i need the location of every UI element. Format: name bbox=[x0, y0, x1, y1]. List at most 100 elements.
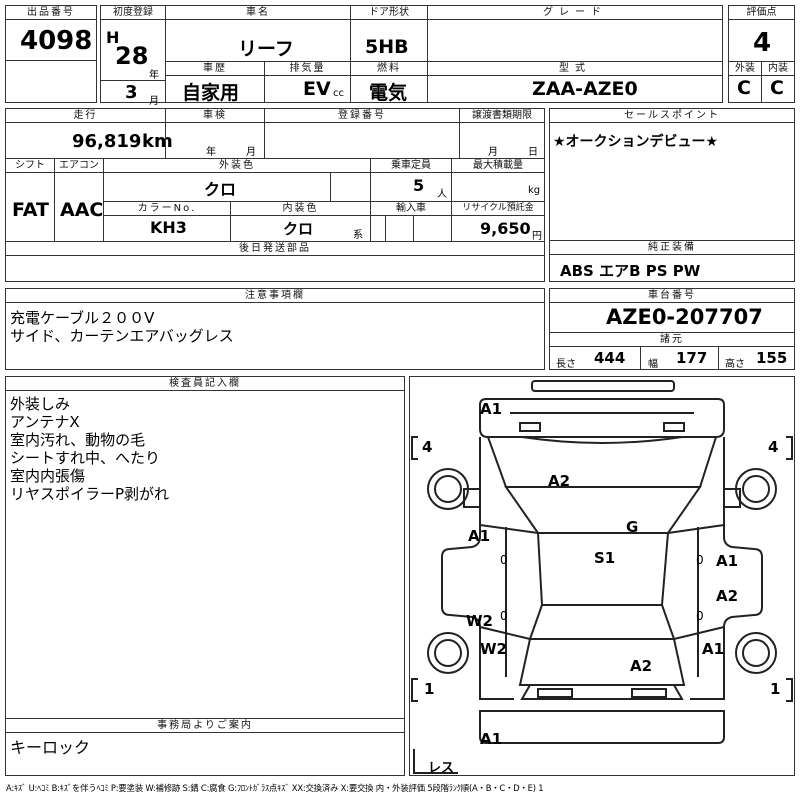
grade-header: グレード bbox=[428, 6, 722, 20]
office-header: 事務局よりご案内 bbox=[6, 719, 404, 733]
office-note: キーロック bbox=[10, 738, 91, 757]
reg-no-header: 登録番号 bbox=[265, 109, 459, 123]
inspector-note: 室内汚れ、動物の毛 bbox=[10, 431, 146, 449]
transfer-month-unit: 月 bbox=[488, 147, 498, 158]
displacement-cell: 排気量 EV cc bbox=[264, 61, 351, 103]
aircon-value: AAC bbox=[60, 199, 104, 221]
history-value: 自家用 bbox=[182, 82, 240, 104]
caution-line-1: 充電ケーブル２００V bbox=[10, 309, 155, 327]
recycle-header: リサイクル預託金 bbox=[452, 202, 544, 216]
car-outline-diagram bbox=[411, 380, 793, 774]
genuine-equip-text: ABS エアB PS PW bbox=[560, 262, 701, 280]
inspection-cell: 車検 年 月 bbox=[165, 108, 265, 159]
cc-unit: cc bbox=[333, 88, 344, 99]
sales-point-text: ★オークションデビュー★ bbox=[553, 134, 719, 150]
height-value: 155 bbox=[756, 349, 788, 367]
damage-mark: A1 bbox=[716, 552, 739, 570]
year-unit: 年 bbox=[149, 70, 159, 81]
capacity-cell: 乗車定員 5 人 bbox=[370, 158, 452, 202]
inspector-note: 室内内張傷 bbox=[10, 467, 86, 485]
grade-cell: グレード bbox=[427, 5, 723, 62]
damage-diagram: 4 4 1 1 レス A1 A2 G A1 S1 A1 A2 W2 W2 A1 … bbox=[409, 376, 795, 776]
door-type: 5HB bbox=[365, 36, 409, 58]
chassis-header: 車台番号 bbox=[550, 289, 794, 303]
interior-score-cell: 内装 C bbox=[761, 61, 795, 103]
mileage-header: 走行 bbox=[6, 109, 165, 123]
chassis-number: AZE0-207707 bbox=[606, 305, 763, 329]
height-label: 高さ bbox=[725, 359, 745, 370]
max-load-cell: 最大積載量 kg bbox=[451, 158, 545, 202]
caution-line-2: サイド、カーテンエアバッグレス bbox=[10, 327, 234, 345]
color-no-cell: カラーNo. KH3 bbox=[103, 201, 231, 242]
displacement-value: EV bbox=[303, 78, 331, 100]
model-header: 型式 bbox=[428, 62, 722, 76]
color-no-value: KH3 bbox=[150, 218, 187, 237]
inspector-note: リヤスポイラーP剥がれ bbox=[10, 485, 170, 503]
door-type-cell: ドア形状 5HB bbox=[350, 5, 428, 62]
exterior-header: 外装 bbox=[729, 62, 761, 76]
tire-rear-left: 1 bbox=[424, 680, 435, 698]
max-load-header: 最大積載量 bbox=[452, 159, 544, 173]
transfer-header: 譲渡書類期限 bbox=[460, 109, 544, 123]
panel-zero: 0 bbox=[696, 609, 704, 623]
score-cell: 評価点 4 bbox=[728, 5, 795, 62]
int-color-cell: 内装色 クロ 系 bbox=[230, 201, 371, 242]
damage-mark: A2 bbox=[716, 587, 739, 605]
genuine-equip-cell: 純正装備 ABS エアB PS PW bbox=[549, 240, 795, 282]
specs-header: 諸元 bbox=[550, 333, 794, 347]
aircon-header: エアコン bbox=[55, 159, 103, 173]
first-reg-cell: 初度登録 H 28 年 3 月 bbox=[100, 5, 166, 107]
inspector-note: アンテナX bbox=[10, 413, 80, 431]
model-cell: 型式 ZAA-AZE0 bbox=[427, 61, 723, 103]
recycle-value: 9,650 bbox=[480, 219, 531, 238]
aircon-cell: エアコン AAC bbox=[54, 158, 104, 242]
chassis-cell: 車台番号 AZE0-207707 諸元 長さ 444 幅 177 高さ 155 bbox=[549, 288, 795, 370]
interior-header: 内装 bbox=[762, 62, 794, 76]
inspector-note: 外装しみ bbox=[10, 395, 71, 413]
int-color-unit: 系 bbox=[353, 230, 363, 241]
inspector-note: シートすれ中、へたり bbox=[10, 449, 161, 467]
panel-zero: 0 bbox=[696, 553, 704, 567]
spare-tire: レス bbox=[428, 761, 455, 776]
score-value: 4 bbox=[753, 28, 772, 58]
import-cell: 輸入車 bbox=[370, 201, 452, 242]
month-unit: 月 bbox=[149, 96, 159, 107]
car-name-header: 車名 bbox=[166, 6, 350, 20]
inspection-month-unit: 月 bbox=[246, 147, 256, 158]
history-header: 車歴 bbox=[166, 62, 264, 76]
fuel-cell: 燃料 電気 bbox=[350, 61, 428, 104]
transfer-cell: 譲渡書類期限 月 日 bbox=[459, 108, 545, 159]
length-value: 444 bbox=[594, 349, 626, 367]
tire-front-right: 4 bbox=[768, 438, 779, 456]
damage-mark: A2 bbox=[548, 472, 571, 490]
genuine-equip-header: 純正装備 bbox=[550, 241, 794, 255]
inspection-year-unit: 年 bbox=[206, 147, 216, 158]
damage-mark: W2 bbox=[480, 640, 507, 658]
sales-point-cell: セールスポイント ★オークションデビュー★ bbox=[549, 108, 795, 241]
displacement-header: 排気量 bbox=[265, 62, 350, 76]
mileage-cell: 走行 96,819 km bbox=[5, 108, 173, 159]
capacity-value: 5 bbox=[413, 176, 425, 195]
caution-cell: 注意事項欄 充電ケーブル２００V サイド、カーテンエアバッグレス bbox=[5, 288, 545, 370]
score-header: 評価点 bbox=[729, 6, 794, 20]
int-color-header: 内装色 bbox=[231, 202, 370, 216]
later-parts-cell: 後日発送部品 bbox=[5, 241, 545, 282]
ext-color-header: 外装色 bbox=[104, 159, 370, 173]
width-value: 177 bbox=[676, 349, 708, 367]
panel-zero: 0 bbox=[500, 553, 508, 567]
car-name: リーフ bbox=[238, 38, 294, 60]
damage-mark: A1 bbox=[702, 640, 725, 658]
capacity-header: 乗車定員 bbox=[371, 159, 451, 173]
lot-blank-cell bbox=[5, 60, 97, 103]
fuel-header: 燃料 bbox=[351, 62, 427, 76]
later-parts-header: 後日発送部品 bbox=[6, 242, 544, 256]
first-reg-header: 初度登録 bbox=[101, 6, 165, 20]
door-type-header: ドア形状 bbox=[351, 6, 427, 20]
lot-number: 4098 bbox=[20, 26, 93, 56]
shift-cell: シフト FAT bbox=[5, 158, 55, 242]
capacity-unit: 人 bbox=[437, 189, 447, 200]
damage-mark: S1 bbox=[594, 549, 616, 567]
shift-header: シフト bbox=[6, 159, 54, 173]
transfer-day-unit: 日 bbox=[528, 147, 538, 158]
reg-no-cell: 登録番号 bbox=[264, 108, 460, 159]
